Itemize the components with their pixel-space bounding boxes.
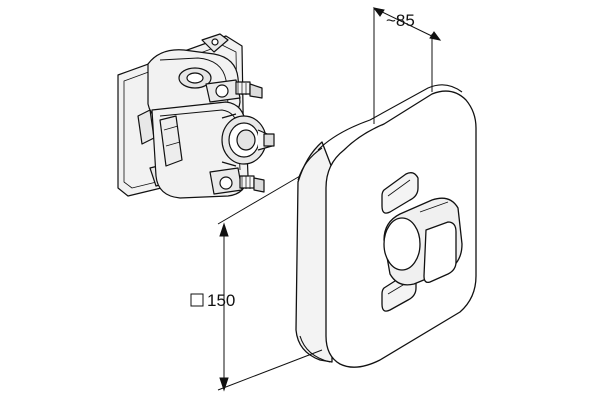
depth-dimension-line: [373, 7, 441, 41]
size-extension-top: [217, 175, 301, 225]
valve-body-icon: [117, 33, 275, 199]
trim-plate-side: [295, 141, 333, 363]
square-symbol-icon: [190, 293, 204, 307]
trim-plate-icon: [295, 84, 477, 368]
size-extension-bottom: [217, 349, 323, 391]
size-label: 150: [207, 291, 235, 310]
side-bracket: [159, 115, 183, 167]
depth-label: ~85: [386, 11, 415, 30]
rotary-knob-icon: [383, 197, 463, 286]
push-button-top-icon: [381, 172, 419, 214]
dimension-lines: [217, 7, 442, 392]
